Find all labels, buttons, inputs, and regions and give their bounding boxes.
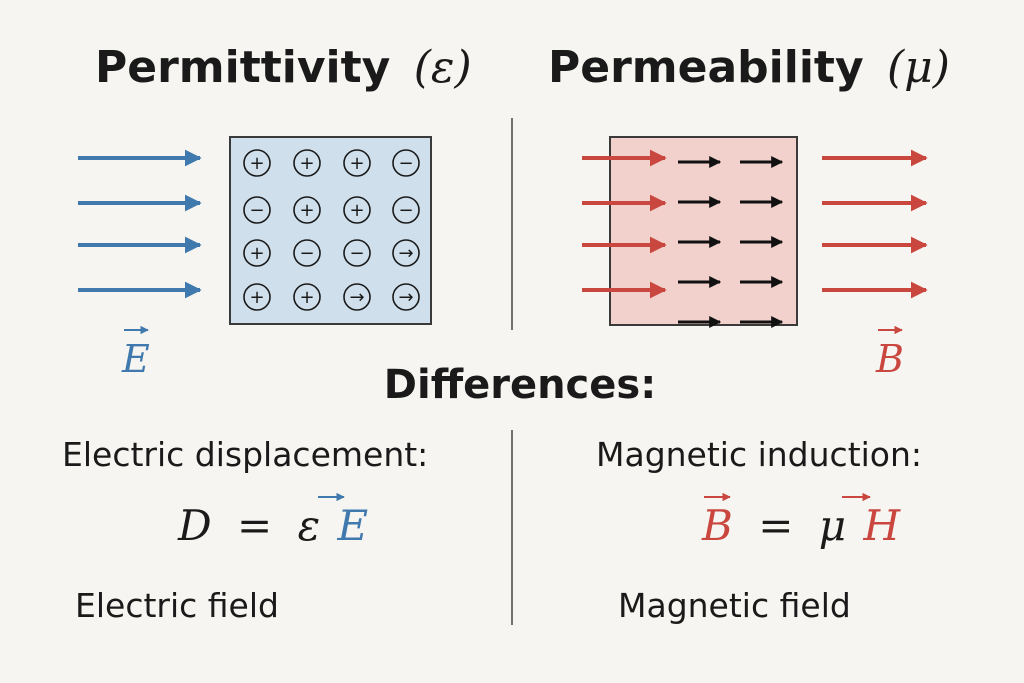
charge-sign: → [398,287,413,308]
charge-sign: − [299,243,314,264]
eq-left-coef: ε [298,501,321,550]
charge-sign: + [299,200,314,221]
e-vector-symbol: E [121,337,150,381]
charge-sign: − [398,153,413,174]
charge-circle [343,239,371,267]
electric-displacement-equation: D = ε E [177,492,368,550]
permittivity-title: Permittivity (ε) [95,42,472,93]
permittivity-title-text: Permittivity [95,42,390,93]
charge-cell: − [392,149,420,177]
charge-cell: + [293,196,321,224]
charge-sign: + [299,287,314,308]
charge-circle [293,196,321,224]
charge-sign: + [349,200,364,221]
magnetic-induction-equation: B = μ H [701,492,901,550]
aligned-dipole-arrows [678,156,784,328]
outgoing-b-arrows [822,149,928,299]
eq-right-lhs-vector: B [701,501,733,550]
charge-cell: + [243,149,271,177]
charge-circle [392,283,420,311]
charge-cell: + [343,196,371,224]
dielectric-box [229,136,432,325]
charge-circle [343,283,371,311]
charge-cell: + [243,239,271,267]
charge-sign: + [249,287,264,308]
charge-cell: + [293,283,321,311]
charge-circle [392,239,420,267]
charge-cell: → [392,283,420,311]
b-vector-symbol: B [875,337,904,381]
eq-right-vector: H [862,501,901,550]
charge-circle [243,239,271,267]
eq-right-lhs: B = μ H [701,501,901,550]
charge-sign: + [249,243,264,264]
charge-cell: + [343,149,371,177]
charge-grid: + + + − − + + − + − − → + + → → [243,149,420,311]
charge-cell: − [243,196,271,224]
charge-cell: − [343,239,371,267]
charge-cell: − [293,239,321,267]
magnetic-field-label: Magnetic field [618,586,851,625]
charge-sign: − [249,200,264,221]
charge-circle [293,239,321,267]
charge-circle [343,149,371,177]
permittivity-symbol: (ε) [414,42,472,93]
charge-circle [243,283,271,311]
charge-sign: + [349,153,364,174]
eq-right-equals: = [758,501,793,550]
permeability-title-text: Permeability [548,42,864,93]
e-vector-label: E [121,325,150,381]
differences-heading: Differences: [384,362,656,408]
charge-circle [392,196,420,224]
eq-left-vector: E [337,501,369,550]
eq-left-equals: = [237,501,272,550]
eq-right-coef: μ [819,501,846,550]
incoming-b-arrows [582,149,667,299]
permeability-symbol: (μ) [887,42,950,93]
eq-left-lhs-symbol: D [177,501,212,550]
charge-sign: → [349,287,364,308]
electric-field-arrows [78,149,202,299]
charge-cell: → [392,239,420,267]
charge-circle [243,196,271,224]
charge-cell: + [243,283,271,311]
charge-sign: − [349,243,364,264]
charge-sign: − [398,200,413,221]
charge-circle [343,196,371,224]
charge-sign: → [398,243,413,264]
eq-left-lhs: D = ε E [177,501,368,550]
charge-cell: → [343,283,371,311]
permeability-title: Permeability (μ) [548,42,950,93]
charge-cell: − [392,196,420,224]
charge-cell: + [293,149,321,177]
charge-circle [293,149,321,177]
magnetic-induction-label: Magnetic induction: [596,435,922,474]
electric-field-label: Electric field [75,586,279,625]
charge-sign: + [249,153,264,174]
magnetic-material-box [609,136,798,326]
b-vector-label: B [875,325,904,381]
charge-circle [293,283,321,311]
electric-displacement-label: Electric displacement: [62,435,428,474]
charge-sign: + [299,153,314,174]
charge-circle [392,149,420,177]
charge-circle [243,149,271,177]
